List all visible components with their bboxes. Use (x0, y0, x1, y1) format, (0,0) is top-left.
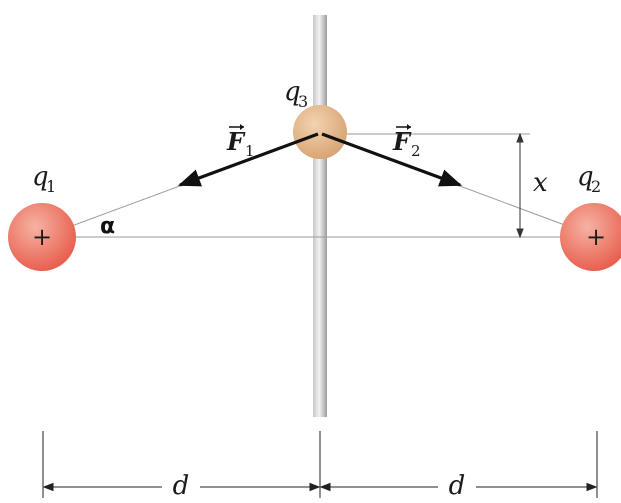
x-arrow-bottom (516, 228, 524, 239)
label-alpha: α (100, 214, 115, 239)
label-d-right: d (449, 471, 466, 501)
svg-text:q: q (284, 77, 301, 107)
d-arrow-left-start (42, 482, 54, 492)
label-q2: q 2 (577, 162, 601, 196)
svg-text:2: 2 (591, 177, 601, 196)
force-vector-f2 (321, 132, 463, 187)
force-vector-f1 (177, 132, 319, 187)
q1-plus-sign: + (32, 223, 52, 251)
x-dimension (516, 132, 524, 239)
label-q1: q 1 (32, 162, 56, 196)
d-arrow-left-end (309, 482, 321, 492)
f2-vector-arrow-icon (407, 124, 411, 130)
label-f1: F 1 (226, 124, 255, 160)
d-dimensions (42, 431, 598, 498)
svg-text:F: F (392, 127, 412, 156)
svg-text:q: q (32, 162, 49, 192)
svg-text:1: 1 (46, 177, 56, 196)
charge-q3-bead (293, 105, 347, 159)
label-q3: q 3 (284, 77, 308, 111)
svg-text:2: 2 (411, 142, 421, 160)
d-arrow-right-start (319, 482, 331, 492)
svg-text:1: 1 (245, 142, 255, 160)
vertical-rod (313, 15, 327, 417)
charge-q1 (8, 203, 76, 271)
d-arrow-right-end (586, 482, 598, 492)
label-x: x (533, 168, 548, 198)
x-arrow-top (516, 132, 524, 143)
charge-q2 (560, 203, 621, 271)
q2-plus-sign: + (586, 223, 606, 251)
label-f2: F 2 (392, 124, 421, 160)
svg-text:F: F (226, 127, 246, 156)
svg-text:q: q (577, 162, 594, 192)
label-d-left: d (173, 471, 190, 501)
f1-vector-arrow-icon (240, 124, 244, 130)
svg-text:3: 3 (298, 92, 308, 111)
